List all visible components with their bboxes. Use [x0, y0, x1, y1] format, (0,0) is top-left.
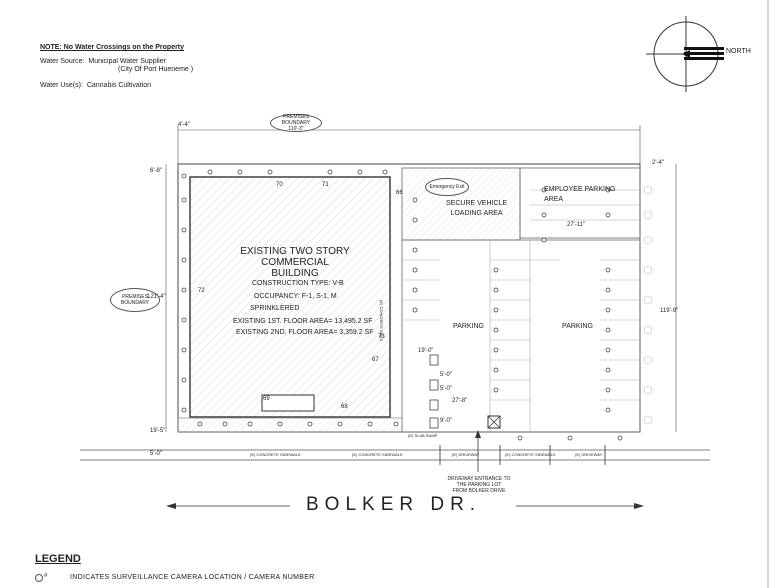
camera-symbol-icon	[35, 574, 43, 582]
parking-right-label: PARKING	[562, 323, 593, 330]
slab-ramp-label: (E) SLAB RAMP	[408, 433, 438, 438]
north-label: NORTH	[726, 48, 751, 55]
emergency-exit-label: Emergency Exit	[429, 184, 465, 190]
secure-vehicle-line2: LOADING AREA	[450, 210, 503, 217]
camera-73: 73	[378, 334, 385, 340]
legend-symbol: #	[44, 573, 48, 579]
dim-d: 27'-8"	[452, 398, 468, 404]
compass-icon	[646, 16, 724, 92]
dim-left-top: 4'-4"	[178, 122, 190, 128]
water-use-row: Water Use(s): Cannabis Cultivation	[40, 82, 151, 90]
emergency-exit-bubble: Emergency Exit	[425, 178, 469, 196]
dim-b: 5'-0"	[440, 372, 452, 378]
camera-72: 72	[198, 288, 205, 294]
dim-left-bottom: 19'-5"	[150, 428, 166, 434]
driveway-note-line3: FROM BOLKER DRIVE	[452, 488, 506, 494]
dim-a: 19'-0"	[418, 348, 434, 354]
building-title: EXISTING TWO STORY COMMERCIAL BUILDING	[210, 246, 380, 279]
employee-parking-label: EMPLOYEE PARKING AREA	[544, 186, 615, 203]
dim-c: 5'-0"	[440, 386, 452, 392]
legend-title: LEGEND	[35, 553, 81, 565]
driveway-label-2: (E) DRIVEWAY	[575, 452, 603, 457]
concrete-walk-label: (E) CONCRETE WALK	[379, 300, 384, 342]
building-title-line1: EXISTING TWO STORY COMMERCIAL	[240, 246, 350, 268]
employee-parking-box	[519, 167, 641, 239]
camera-70: 70	[276, 182, 283, 188]
water-crossing-note: NOTE: No Water Crossings on the Property	[40, 44, 185, 51]
premises-boundary-left-label1: PREMISES	[122, 294, 148, 300]
floor-area-2: EXISTING 2ND. FLOOR AREA= 3,359.2 SF	[236, 329, 374, 336]
driveway-note-line1: DRIVEWAY ENTRANCE TO	[447, 476, 511, 482]
sidewalk-label-1: (E) CONCRETE SIDEWALK	[250, 452, 301, 457]
legend-text: INDICATES SURVEILLANCE CAMERA LOCATION /…	[70, 574, 315, 581]
sidewalk-label-3: (E) CONCRETE SIDEWALK	[505, 452, 556, 457]
camera-69: 69	[263, 396, 270, 402]
water-source-row: Water Source: Municipal Water Supplier	[40, 58, 166, 66]
premises-boundary-left-dim: 121'-4"	[147, 294, 166, 300]
camera-67: 67	[372, 357, 379, 363]
dim-e: 9'-0"	[440, 418, 452, 424]
parking-area	[401, 239, 641, 433]
camera-66: 66	[396, 190, 403, 196]
building-title-line2: BUILDING	[271, 268, 319, 279]
camera-68: 68	[341, 404, 348, 410]
water-use-label: Water Use(s):	[40, 82, 83, 89]
occupancy: OCCUPANCY: F-1, S-1, M	[254, 293, 337, 300]
driveway-note-line2: THE PARKING LOT	[456, 482, 502, 488]
parking-left-label: PARKING	[453, 323, 484, 330]
camera-71: 71	[322, 182, 329, 188]
building-footprint	[189, 176, 391, 418]
water-source-label: Water Source:	[40, 58, 85, 65]
north-compass: NORTH	[636, 14, 754, 94]
floor-area-1: EXISTING 1ST. FLOOR AREA= 13,495.2 SF	[233, 318, 373, 325]
secure-vehicle-line1: SECURE VEHICLE	[446, 200, 508, 207]
dim-left-sidewalk: 5'-0"	[150, 451, 162, 457]
secure-vehicle-label: SECURE VEHICLE LOADING AREA	[446, 200, 507, 217]
sidewalk-label-2: (E) CONCRETE SIDEWALK	[352, 452, 403, 457]
street-name: BOLKER DR.	[306, 494, 482, 515]
water-source-value-2: (City Of Port Hueneme )	[118, 66, 194, 73]
sprinklered: SPRINKLERED	[250, 305, 300, 312]
dim-right-side: 119'-9"	[660, 308, 679, 314]
dim-left-mid: 6'-8"	[150, 168, 162, 174]
premises-boundary-top-label: PREMISES BOUNDARY	[281, 114, 311, 126]
employee-parking-line1: EMPLOYEE PARKING	[544, 186, 616, 193]
driveway-label: (E) DRIVEWAY	[452, 452, 480, 457]
dim-parking: 27'-11"	[567, 222, 586, 228]
driveway-entrance-note: DRIVEWAY ENTRANCE TO THE PARKING LOT FRO…	[444, 476, 514, 494]
premises-boundary-top-dim: 110'-3"	[288, 126, 304, 132]
water-source-value: Municipal Water Supplier	[88, 58, 166, 65]
dim-right-top: 2'-4"	[652, 160, 664, 166]
premises-boundary-left-label2: BOUNDARY	[120, 300, 150, 306]
employee-parking-line2: AREA	[544, 196, 564, 203]
water-use-value: Cannabis Cultivation	[86, 82, 152, 89]
construction-type: CONSTRUCTION TYPE: V-B	[252, 280, 344, 287]
